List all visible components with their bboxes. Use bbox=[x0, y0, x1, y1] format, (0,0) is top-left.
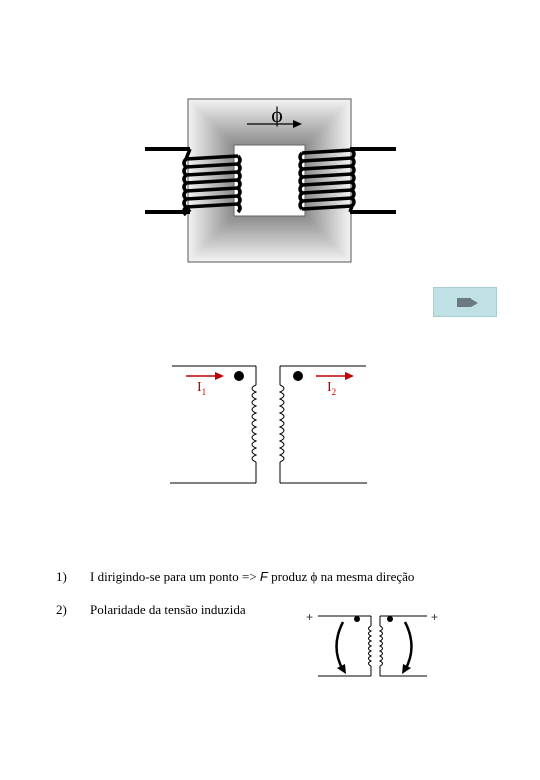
polarity-dot-small-right bbox=[387, 616, 393, 622]
list-number-2: 2) bbox=[56, 602, 67, 617]
list-text-1: I dirigindo-se para um ponto => F produz… bbox=[90, 569, 415, 584]
coupled-coils-diagram bbox=[170, 365, 367, 484]
current-label-1: I1 bbox=[197, 380, 207, 397]
voltage-arrow-right bbox=[403, 621, 413, 671]
polarity-dot-right bbox=[293, 371, 303, 381]
flux-symbol: ϕ bbox=[271, 102, 283, 127]
polarity-dot-small-left bbox=[354, 616, 360, 622]
induced-polarity-diagram bbox=[318, 615, 427, 677]
list-number-1: 1) bbox=[56, 569, 67, 584]
polarity-dot-left bbox=[234, 371, 244, 381]
play-video-button[interactable] bbox=[433, 287, 497, 317]
voltage-arrow-left bbox=[335, 621, 345, 671]
plus-sign-right: + bbox=[431, 610, 439, 624]
right-coil bbox=[278, 384, 285, 463]
right-small-coil bbox=[378, 625, 383, 667]
primary-winding bbox=[182, 148, 242, 217]
plus-sign-left: + bbox=[306, 610, 314, 624]
secondary-winding bbox=[298, 148, 356, 213]
list-text-2: Polaridade da tensão induzida bbox=[90, 602, 246, 617]
current-label-2: I2 bbox=[327, 380, 337, 397]
video-camera-icon bbox=[457, 298, 471, 307]
left-small-coil bbox=[368, 625, 373, 667]
transformer-core-diagram: ϕ bbox=[145, 98, 396, 263]
left-coil bbox=[251, 384, 258, 463]
core-window bbox=[233, 144, 306, 217]
